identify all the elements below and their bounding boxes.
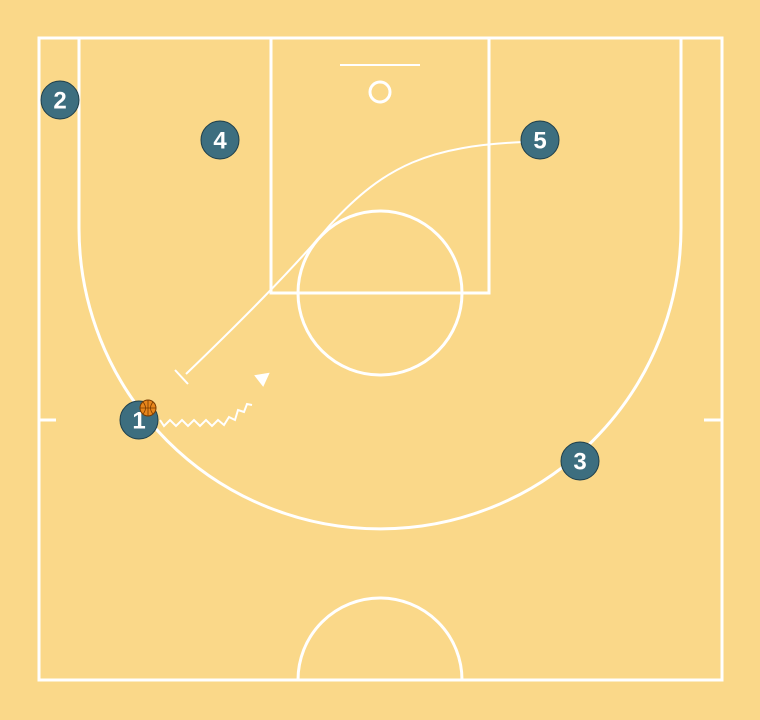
player-3-marker [560, 441, 600, 481]
court-lines [37, 36, 724, 682]
player-4: 4 [200, 120, 240, 160]
player-5-label: 5 [533, 128, 546, 155]
center-circle [296, 596, 464, 681]
players: 1 2 3 4 5 [40, 80, 600, 481]
player-2-label: 2 [53, 88, 66, 115]
dribble-arrowhead [254, 372, 270, 387]
basketball-icon [139, 399, 157, 417]
player-2: 2 [40, 80, 80, 120]
free-throw-circle [296, 209, 464, 377]
player-4-label: 4 [213, 128, 227, 155]
player-5: 5 [520, 120, 560, 160]
player-4-marker [200, 120, 240, 160]
three-point-line [77, 38, 683, 531]
paint-lane [269, 36, 491, 295]
player-2-marker [40, 80, 80, 120]
player-3: 3 [560, 441, 600, 481]
player-3-label: 3 [573, 449, 586, 476]
dribble-path-player-1 [159, 402, 253, 428]
screen-path-player-5 [185, 141, 525, 375]
player-5-marker [520, 120, 560, 160]
play-actions [159, 141, 525, 428]
screen-bar [174, 369, 189, 385]
hoop-rim [368, 80, 392, 104]
